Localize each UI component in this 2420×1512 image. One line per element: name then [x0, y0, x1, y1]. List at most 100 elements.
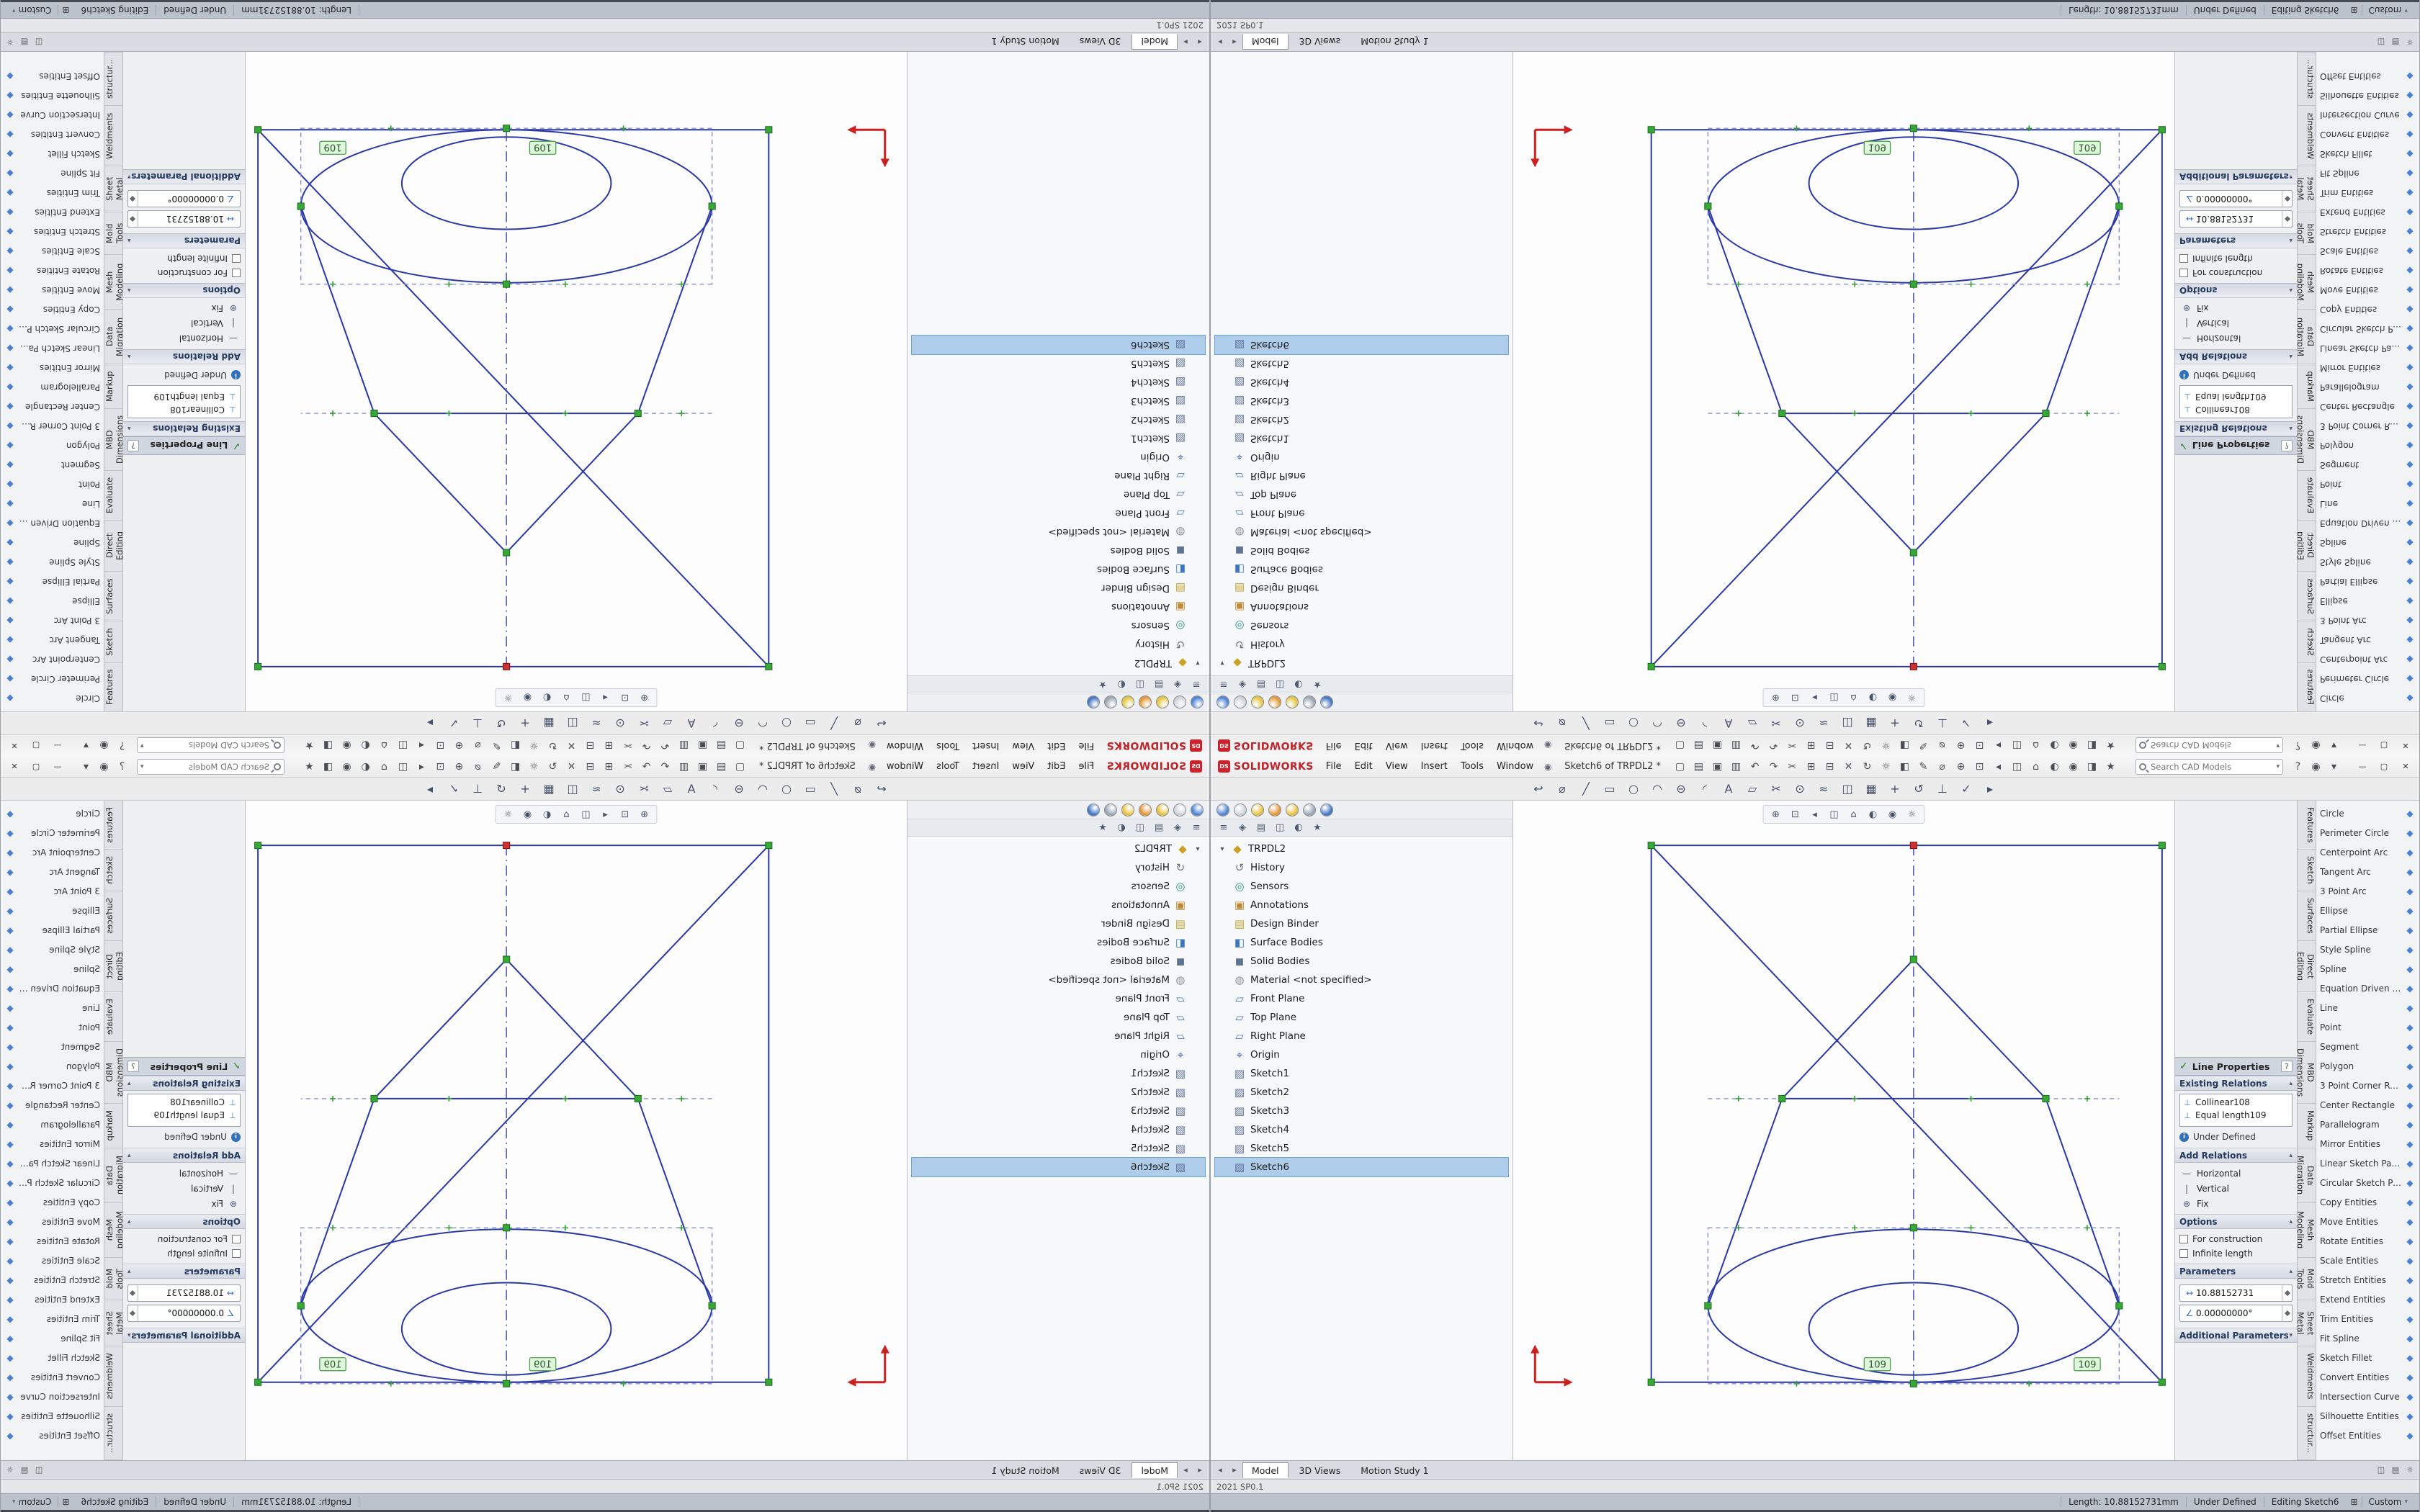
- vertex-handle[interactable]: [2159, 663, 2165, 670]
- tree-item[interactable]: ⌖ Origin: [1215, 448, 1508, 467]
- sketch-canvas[interactable]: 109 109: [246, 52, 907, 711]
- twisty-icon[interactable]: ▾: [1193, 845, 1202, 853]
- sphere-blue-icon[interactable]: [1216, 696, 1229, 709]
- tool-item[interactable]: Point ◆: [2316, 475, 2419, 495]
- section-header[interactable]: Parameters ▴: [123, 233, 245, 248]
- commandmanager-tab[interactable]: Surfaces: [104, 891, 122, 941]
- close-button[interactable]: ✕: [2395, 737, 2416, 755]
- selected-vertex-handle[interactable]: [1910, 842, 1917, 849]
- exit-sketch-icon[interactable]: ↩: [871, 714, 892, 734]
- sphere-gray-icon[interactable]: [1303, 696, 1316, 709]
- sphere-gray-icon[interactable]: [1303, 804, 1316, 816]
- tool-item[interactable]: Mirror Entities ◆: [2316, 1134, 2419, 1153]
- previous-view-icon[interactable]: ◂: [1807, 807, 1823, 822]
- tree-item[interactable]: ▨ Sketch5: [1215, 1139, 1508, 1158]
- propertymanager-tab-icon[interactable]: ◈: [1234, 821, 1251, 835]
- tool-item[interactable]: 3 Point Arc ◆: [2316, 611, 2419, 631]
- length-parameter-field[interactable]: ↔ 10.88152731: [127, 1284, 241, 1302]
- delete-icon[interactable]: ✕: [563, 737, 581, 754]
- help-icon[interactable]: ?: [113, 737, 131, 754]
- zoom-area-icon[interactable]: ⊡: [617, 807, 633, 822]
- units-selector[interactable]: Custom ▾: [2362, 5, 2414, 15]
- commandmanager-tab[interactable]: Mold Tools: [104, 1258, 122, 1300]
- display-style-icon[interactable]: ◐: [1865, 807, 1881, 822]
- tree-item[interactable]: ▣ Annotations: [1215, 598, 1508, 616]
- minimize-button[interactable]: —: [47, 737, 68, 755]
- ok-icon[interactable]: ✓: [232, 440, 241, 451]
- tree-item[interactable]: ▨ Sketch5: [912, 354, 1205, 373]
- tree-item[interactable]: ↺ History: [1215, 858, 1508, 877]
- tool-item[interactable]: Line ◆: [1, 998, 104, 1017]
- menu-item[interactable]: Window: [1490, 736, 1540, 756]
- horizontal-relation-button[interactable]: — Horizontal: [127, 1166, 241, 1181]
- rectangle-tool-icon[interactable]: ▭: [1599, 779, 1621, 799]
- commandmanager-tab[interactable]: Features: [104, 801, 122, 850]
- tool-item[interactable]: Equation Driven Curve ◆: [2316, 514, 2419, 534]
- apps-icon[interactable]: ★: [300, 737, 318, 754]
- menu-item[interactable]: Window: [880, 757, 930, 777]
- tree-item[interactable]: ◼ Solid Bodies: [1215, 541, 1508, 560]
- sketch-icon[interactable]: ✎: [488, 737, 506, 754]
- fillet-tool-icon[interactable]: ◜: [704, 714, 726, 734]
- save-icon[interactable]: ▣: [1708, 758, 1726, 775]
- vertex-handle[interactable]: [2043, 1095, 2049, 1102]
- hide-show-icon[interactable]: ◉: [2064, 758, 2082, 775]
- apps-icon[interactable]: ★: [2102, 737, 2120, 754]
- vertex-handle[interactable]: [1910, 956, 1917, 963]
- commandmanager-tab[interactable]: Mesh Modeling: [2298, 254, 2316, 309]
- tool-item[interactable]: Sketch Fillet ◆: [1, 1348, 104, 1367]
- tree-item[interactable]: ↺ History: [912, 858, 1205, 877]
- menu-item[interactable]: Edit: [1348, 757, 1379, 777]
- redo-icon[interactable]: ↷: [637, 737, 655, 754]
- pane-options-icon[interactable]: ☼: [4, 1464, 17, 1477]
- tool-item[interactable]: Intersection Curve ◆: [2316, 106, 2419, 125]
- tool-item[interactable]: Centerpoint Arc ◆: [2316, 842, 2419, 862]
- hide-items-icon[interactable]: ◉: [1885, 807, 1901, 822]
- vertex-handle[interactable]: [297, 1302, 304, 1309]
- text-tool-icon[interactable]: A: [1718, 714, 1739, 734]
- angle-parameter-field[interactable]: ∠ 0.00000000°: [2179, 190, 2293, 207]
- commandmanager-tab[interactable]: Weldments: [2298, 105, 2316, 165]
- open-file-icon[interactable]: ▤: [712, 758, 730, 775]
- delete-icon[interactable]: ✕: [1839, 737, 1857, 754]
- rebuild-icon[interactable]: ↻: [1858, 737, 1876, 754]
- sphere-gold-icon[interactable]: [1121, 804, 1134, 816]
- tool-item[interactable]: Spline ◆: [1, 534, 104, 553]
- smart-dimension-icon[interactable]: ⌀: [469, 758, 487, 775]
- pin-icon[interactable]: ◉: [866, 762, 879, 772]
- relation-tag[interactable]: 109: [2074, 1358, 2100, 1371]
- tool-item[interactable]: Center Rectangle ◆: [2316, 397, 2419, 417]
- commandmanager-tab[interactable]: Data Migration: [2298, 309, 2316, 364]
- tool-item[interactable]: Partial Ellipse ◆: [2316, 920, 2419, 940]
- sketch-icon[interactable]: ✎: [1914, 758, 1932, 775]
- tree-item[interactable]: ▱ Right Plane: [912, 1027, 1205, 1045]
- help-icon[interactable]: ?: [127, 1061, 139, 1072]
- spinner-control[interactable]: [2282, 191, 2292, 207]
- tool-item[interactable]: Move Entities ◆: [2316, 281, 2419, 300]
- section-header[interactable]: Options ▴: [123, 1214, 245, 1229]
- undo-icon[interactable]: ↶: [1746, 737, 1764, 754]
- tool-item[interactable]: Parallelogram ◆: [2316, 1115, 2419, 1134]
- circle-tool-icon[interactable]: ○: [776, 779, 797, 799]
- featuremanager-tab-icon[interactable]: ≡: [1188, 821, 1205, 835]
- selected-vertex-handle[interactable]: [1910, 663, 1917, 670]
- repair-sketch-icon[interactable]: ✓: [1955, 714, 1977, 734]
- displaymanager-tab-icon[interactable]: ◐: [1290, 821, 1307, 835]
- tool-item[interactable]: Stretch Entities ◆: [1, 1270, 104, 1290]
- search-chevron-icon[interactable]: ▾: [2276, 763, 2280, 770]
- tree-item[interactable]: ▤ Design Binder: [1215, 914, 1508, 933]
- fix-relation-button[interactable]: ⊛ Fix: [127, 301, 241, 316]
- exit-sketch-icon[interactable]: ↩: [1528, 714, 1549, 734]
- print-icon[interactable]: ▥: [1727, 737, 1745, 754]
- smart-dimension-icon[interactable]: ⌀: [469, 737, 487, 754]
- zoom-fit-icon[interactable]: ⊕: [450, 758, 468, 775]
- document-tab[interactable]: Motion Study 1: [1351, 35, 1438, 50]
- tree-item[interactable]: ▨ Sketch6: [912, 336, 1205, 354]
- cut-icon[interactable]: ✂: [1783, 737, 1801, 754]
- vertex-handle[interactable]: [635, 1095, 641, 1102]
- cut-icon[interactable]: ✂: [619, 737, 637, 754]
- titlebar-chevron-icon[interactable]: ▾: [2325, 758, 2343, 775]
- relation-row[interactable]: ⊥ Equal length109: [131, 390, 237, 403]
- spinner-control[interactable]: [2282, 1305, 2292, 1321]
- featuremanager-tab-icon[interactable]: ≡: [1215, 821, 1232, 835]
